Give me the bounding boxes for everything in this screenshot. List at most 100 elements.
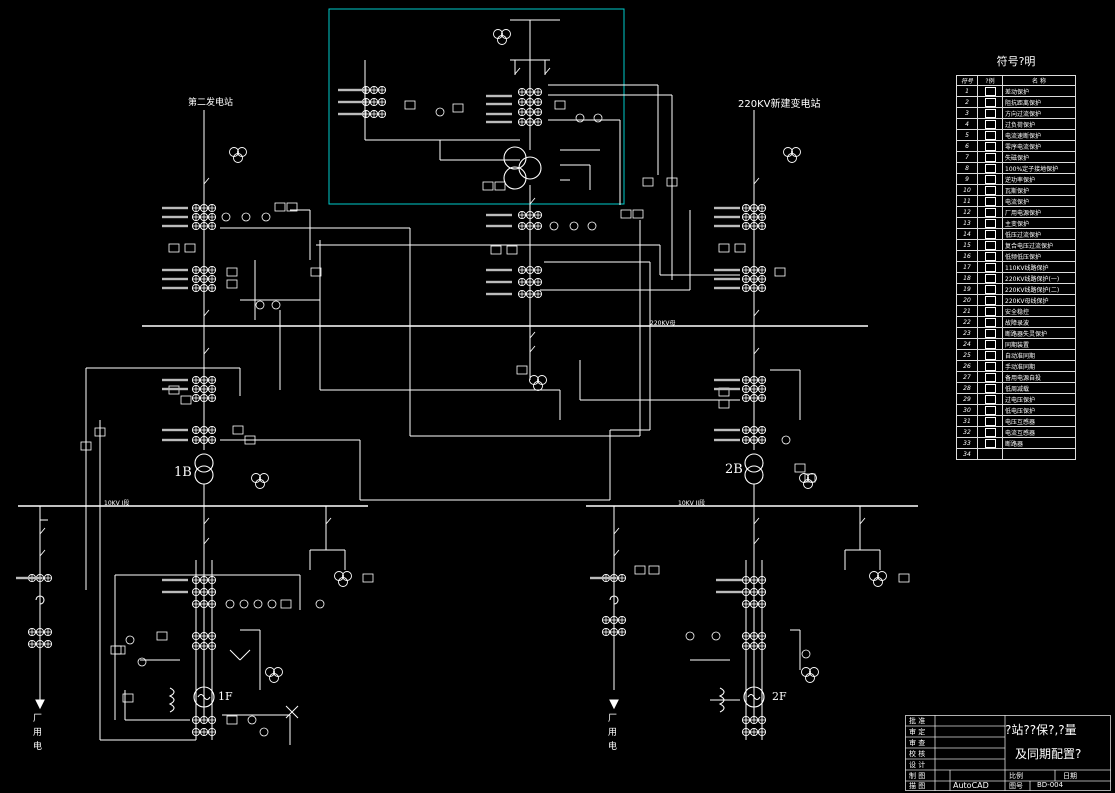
legend-row-symbol-icon	[977, 173, 1003, 185]
legend-row-symbol-icon	[977, 107, 1003, 119]
legend-row-number: 9	[956, 173, 978, 185]
date-label: 日期	[1063, 772, 1077, 780]
relay-symbol-icon	[984, 405, 996, 415]
legend-row-symbol-icon	[977, 404, 1003, 416]
legend-row-symbol-icon	[977, 261, 1003, 273]
title-block-frame	[905, 715, 1111, 791]
legend-row-name: 手动准同期	[1002, 360, 1076, 372]
legend-row-symbol-icon	[977, 228, 1003, 240]
substation-left-label: 第二发电站	[188, 98, 234, 108]
legend-row-number: 16	[956, 250, 978, 262]
legend-row-number: 8	[956, 162, 978, 174]
legend-row-number: 24	[956, 338, 978, 350]
legend-row: 9 逆功率保护	[956, 173, 1076, 185]
legend-row-number: 3	[956, 107, 978, 119]
legend-row-number: 5	[956, 129, 978, 141]
legend-col-name: 名 称	[1002, 75, 1076, 86]
legend-row-name: 110KV线路保护	[1002, 261, 1076, 273]
legend-row-name: 电流速断保护	[1002, 129, 1076, 141]
legend-row-number: 31	[956, 415, 978, 427]
legend-row-name: 电压互感器	[1002, 415, 1076, 427]
legend-row-symbol-icon	[977, 327, 1003, 339]
legend-row-symbol-icon	[977, 96, 1003, 108]
legend-row-number: 18	[956, 272, 978, 284]
legend-row-name: 电流互感器	[1002, 426, 1076, 438]
legend-row-symbol-icon	[977, 162, 1003, 174]
legend-row-symbol-icon	[977, 426, 1003, 438]
drawing-title-line1: ?站??保?,?量	[1005, 723, 1077, 737]
legend-row-number: 13	[956, 217, 978, 229]
relay-symbol-icon	[984, 97, 996, 107]
legend-row-number: 22	[956, 316, 978, 328]
drawing-no-value: BD-004	[1037, 781, 1064, 789]
relay-symbol-icon	[984, 328, 996, 338]
relay-symbol-icon	[984, 251, 996, 261]
relay-symbol-icon	[984, 196, 996, 206]
legend-row-name: 电流保护	[1002, 195, 1076, 207]
title-row-design: 设 计	[909, 761, 926, 769]
legend-row-name: 220KV线路保护(二)	[1002, 283, 1076, 295]
legend-row-symbol-icon	[977, 393, 1003, 405]
bus-10-left-label: 10KV I段	[104, 500, 130, 507]
legend-title: 符号?明	[996, 55, 1036, 68]
legend-row-number: 4	[956, 118, 978, 130]
relay-symbol-icon	[984, 86, 996, 96]
relay-symbol-icon	[984, 317, 996, 327]
legend-row-name: 过负荷保护	[1002, 118, 1076, 130]
legend-row-name: 主变保护	[1002, 217, 1076, 229]
legend-row-number: 33	[956, 437, 978, 449]
bus-10-right-label: 10KV II段	[678, 500, 706, 507]
relay-symbol-icon	[984, 108, 996, 118]
legend-row-number: 20	[956, 294, 978, 306]
relay-symbol-icon	[984, 273, 996, 283]
legend-row: 13 主变保护	[956, 217, 1076, 229]
legend-row-name: 阻抗距离保护	[1002, 96, 1076, 108]
legend-row-number: 25	[956, 349, 978, 361]
legend-row-symbol-icon	[977, 382, 1003, 394]
legend-row-symbol-icon	[977, 316, 1003, 328]
relay-symbol-icon	[984, 229, 996, 239]
legend-row-symbol-icon	[977, 250, 1003, 262]
relay-symbol-icon	[984, 174, 996, 184]
legend-row-symbol-icon	[977, 206, 1003, 218]
relay-symbol-icon	[984, 262, 996, 272]
legend-row-number: 32	[956, 426, 978, 438]
legend-row-name: 厂用电源保护	[1002, 206, 1076, 218]
legend-row-name: 低压过流保护	[1002, 228, 1076, 240]
legend-row-name: 自动准同期	[1002, 349, 1076, 361]
legend-row-name: 备用电源自投	[1002, 371, 1076, 383]
legend-row-symbol-icon	[977, 85, 1003, 97]
title-row-trace: 描 图	[909, 782, 926, 790]
title-row-verify: 审 定	[909, 728, 926, 736]
legend-row-symbol-icon	[977, 338, 1003, 350]
generator-right-label: 2F	[772, 690, 787, 703]
bus-220-label: 220KV母	[650, 320, 676, 327]
legend-row-name: 差动保护	[1002, 85, 1076, 97]
legend-row-number: 19	[956, 283, 978, 295]
legend-row-symbol-icon	[977, 118, 1003, 130]
legend-row-symbol-icon	[977, 360, 1003, 372]
software-label: AutoCAD	[953, 781, 989, 790]
title-block: 批 准 审 定 审 查 校 核 设 计 制 图 描 图 AutoCAD ?站??…	[905, 715, 1111, 791]
legend-row-symbol-icon	[977, 349, 1003, 361]
legend-row-name: 过电压保护	[1002, 393, 1076, 405]
relay-symbol-icon	[984, 372, 996, 382]
legend-row-symbol-icon	[977, 140, 1003, 152]
legend-row-name: 逆功率保护	[1002, 173, 1076, 185]
